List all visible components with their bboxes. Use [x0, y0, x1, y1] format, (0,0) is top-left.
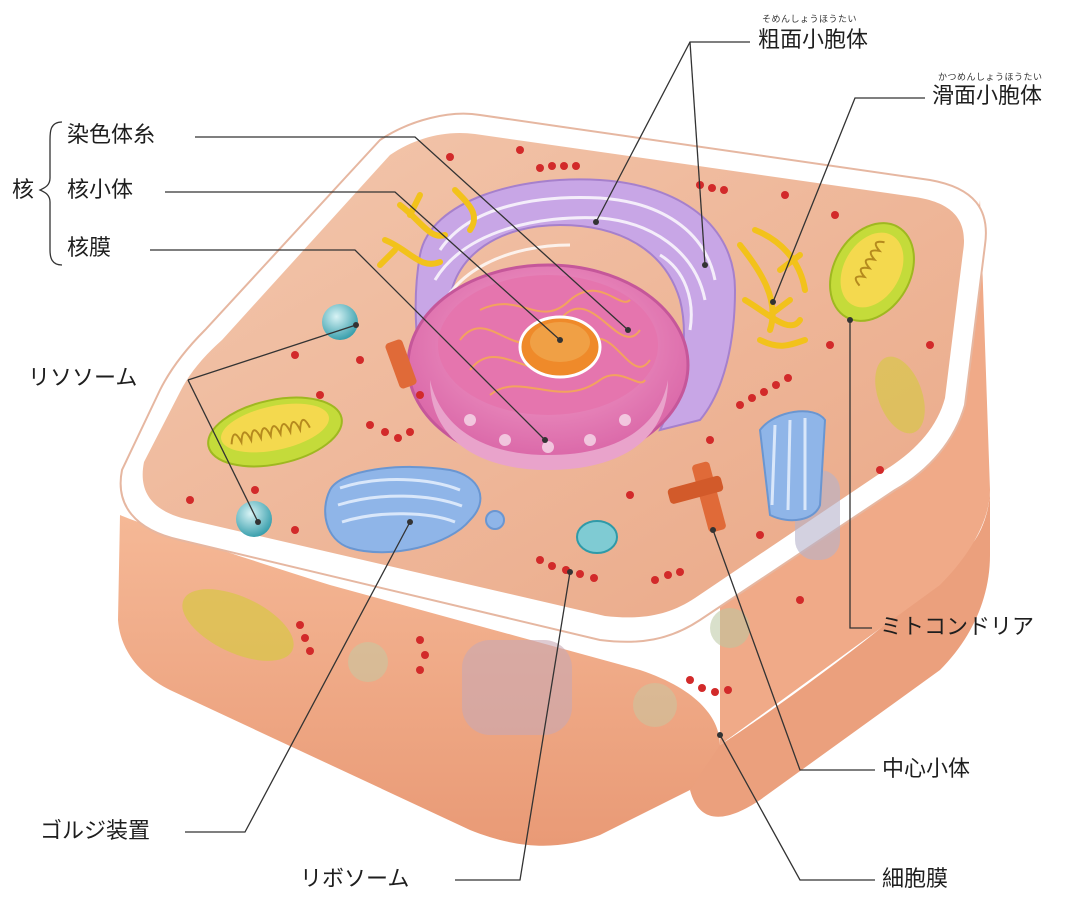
golgi-apparatus-2 — [760, 411, 825, 520]
label-nucleus: 核 — [12, 180, 34, 202]
label-centriole: 中心小体 — [882, 759, 970, 781]
label-smooth-er: 滑面小胞体 — [932, 86, 1042, 108]
label-nuclear-membrane: 核膜 — [67, 238, 111, 260]
label-nucleolus: 核小体 — [67, 180, 133, 202]
side-vesicle-2 — [633, 683, 677, 727]
label-lysosome: リソソーム — [28, 368, 137, 390]
label-rough-er: 粗面小胞体 — [758, 30, 868, 52]
side-vesicle — [348, 642, 388, 682]
lysosome-lower — [236, 501, 272, 537]
side-golgi — [462, 640, 572, 735]
label-golgi: ゴルジ装置 — [40, 821, 150, 843]
nucleus-bracket — [40, 122, 62, 265]
ruby-rough-er: そめんしょうほうたい — [762, 12, 857, 25]
label-cell-membrane: 細胞膜 — [882, 869, 948, 891]
vesicle-cyan — [577, 521, 617, 553]
label-chromatin: 染色体糸 — [67, 125, 155, 147]
label-ribosome: リボソーム — [300, 869, 409, 891]
label-mitochondria: ミトコンドリア — [880, 617, 1034, 639]
ruby-smooth-er: かつめんしょうほうたい — [938, 70, 1043, 83]
